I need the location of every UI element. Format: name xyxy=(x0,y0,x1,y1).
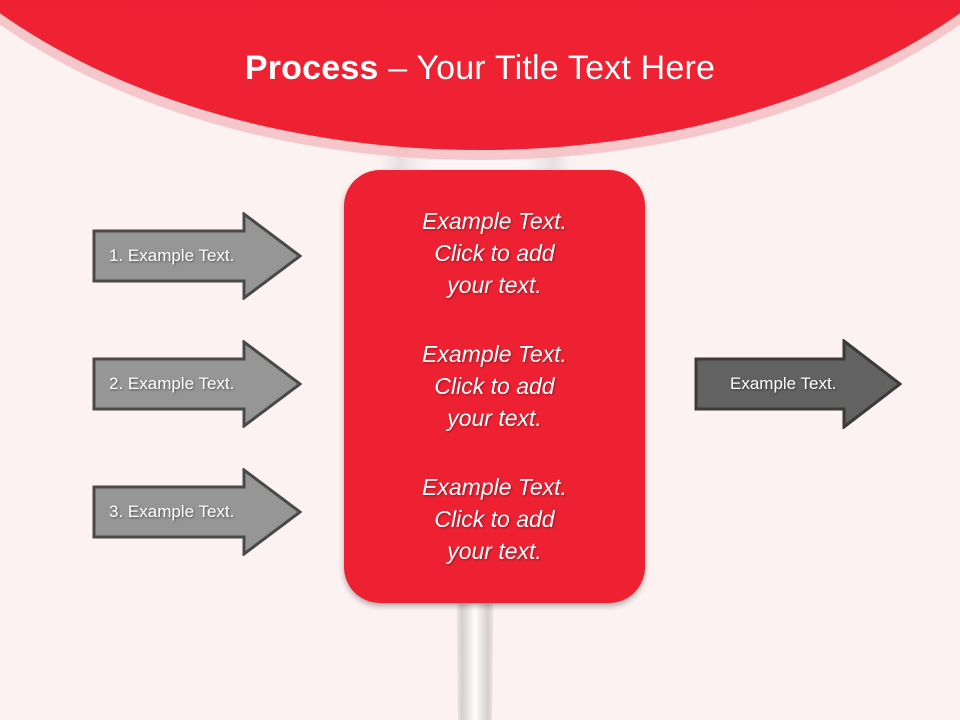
arrow-right-icon xyxy=(92,340,302,428)
process-box-text-3[interactable]: Example Text. Click to add your text. xyxy=(422,473,567,564)
input-arrow-2[interactable]: 2. Example Text. xyxy=(92,340,302,428)
process-box[interactable]: Example Text. Click to add your text. Ex… xyxy=(344,170,645,603)
page-title-light: – Your Title Text Here xyxy=(378,49,716,87)
input-arrow-3[interactable]: 3. Example Text. xyxy=(92,468,302,556)
arrow-right-icon xyxy=(92,468,302,556)
process-box-text-1[interactable]: Example Text. Click to add your text. xyxy=(422,207,567,298)
input-arrow-1[interactable]: 1. Example Text. xyxy=(92,212,302,300)
process-box-text-2[interactable]: Example Text. Click to add your text. xyxy=(422,340,567,431)
page-title: Process – Your Title Text Here xyxy=(0,48,960,88)
arrow-right-icon xyxy=(92,212,302,300)
arrow-right-icon xyxy=(694,339,902,429)
page-title-strong: Process xyxy=(244,49,379,87)
output-arrow[interactable]: Example Text. xyxy=(694,339,902,429)
